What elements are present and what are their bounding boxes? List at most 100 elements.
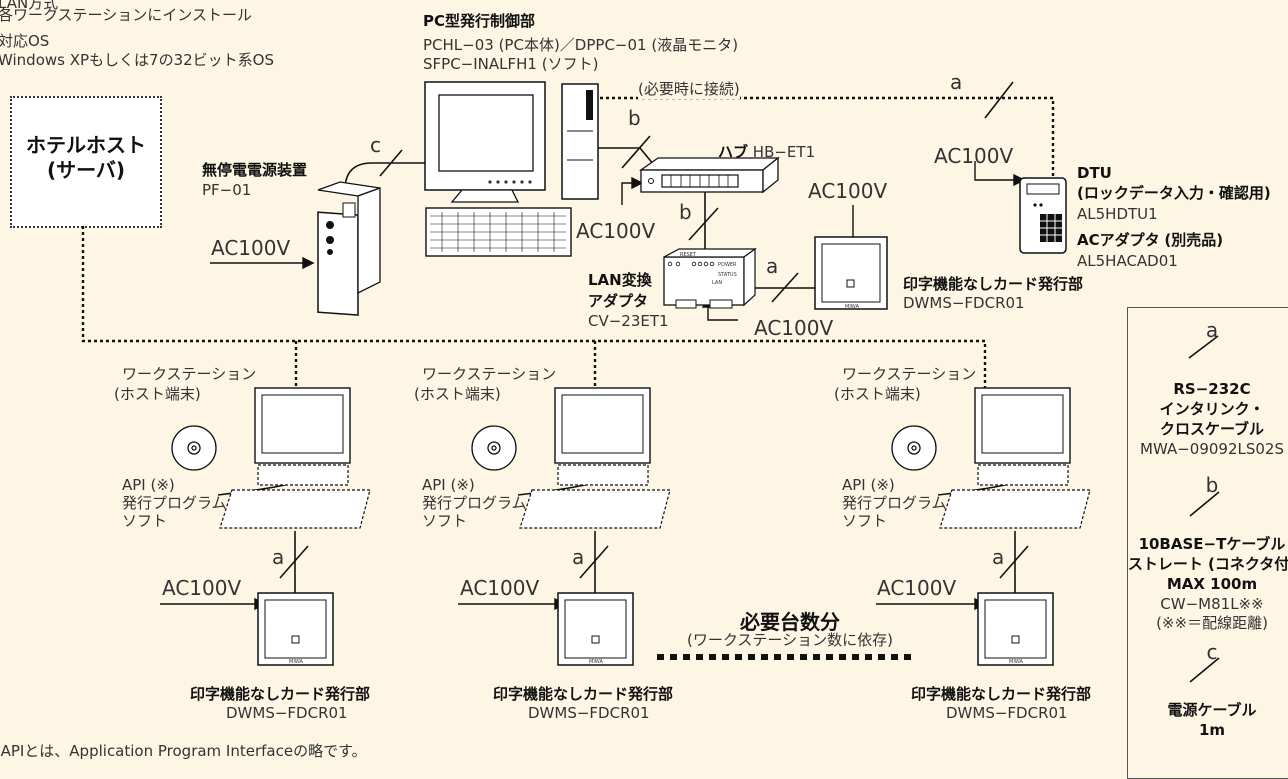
cable-letter-c-ups: c <box>370 133 381 157</box>
software-3-line3: ソフト <box>842 512 888 530</box>
workstation-icons <box>219 387 1091 529</box>
legend-a-model: MWA−09092LS02S <box>1140 440 1284 458</box>
legend-c-title-2: 1m <box>1198 721 1226 739</box>
cable-letter-a-lan-card: a <box>766 254 779 278</box>
install-note: 各ワークステーションにインストール <box>0 6 252 24</box>
lan-adapter-icon <box>663 247 757 309</box>
ws1-power-label: AC100V <box>162 576 242 600</box>
software-2-line3: ソフト <box>422 512 468 530</box>
software-disc-icons <box>171 425 937 471</box>
system-type-note: LAN方式 <box>0 0 59 12</box>
ups-icon <box>317 181 381 316</box>
workstation-3-label: ワークステーション <box>842 365 977 383</box>
api-footnote: ※APIとは、Application Program Interfaceの略です… <box>0 742 367 760</box>
cable-slashes <box>279 81 1220 683</box>
required-count-note: (ワークステーション数に依存) <box>687 631 893 649</box>
dtu-model: AL5HDTU1 <box>1077 205 1158 223</box>
legend-b-note: (※※＝配線距離) <box>1156 614 1268 632</box>
ups-model: PF−01 <box>202 181 252 199</box>
card-issuer-top-title: 印字機能なしカード発行部 <box>903 275 1084 293</box>
dtu-title: DTU <box>1077 164 1112 182</box>
cable-letter-a-dtu: a <box>950 70 963 94</box>
card-issuer-ws3-title: 印字機能なしカード発行部 <box>911 685 1092 703</box>
hub-title: ハブ <box>718 143 749 161</box>
legend-letter-a: a <box>1205 318 1219 342</box>
hotel-host-box <box>10 96 162 228</box>
card-issuer-top-brand: MIWA <box>845 304 859 310</box>
cable-letter-a-ws1: a <box>272 545 285 569</box>
pc-unit-model-1: PCHL−03 (PC本体)／DPPC−01 (液晶モニタ) <box>423 36 739 54</box>
software-1-line2: 発行プログラム <box>122 494 227 512</box>
dtu-power-label: AC100V <box>934 144 1014 168</box>
pc-unit-title: PC型発行制御部 <box>423 12 536 30</box>
lan-adapter-power-text: POWER <box>718 262 737 268</box>
lan-adapter-lan-text: LAN <box>712 280 723 286</box>
legend-b-sub: ストレート (コネクタ付) <box>1127 555 1288 573</box>
when-needed-label: (必要時に接続) <box>638 80 740 99</box>
card-issuer-ws3-brand: MIWA <box>1009 659 1023 665</box>
dtu-icon <box>1019 177 1067 254</box>
hub-model: HB−ET1 <box>752 143 816 161</box>
card-issuer-ws1-brand: MIWA <box>289 659 303 665</box>
card-issuer-ws-2-icon <box>557 592 634 666</box>
card-issuer-ws3-model: DWMS−FDCR01 <box>946 704 1068 722</box>
legend-letter-c: c <box>1206 640 1218 664</box>
workstation-1-sub: (ホスト端末) <box>114 385 201 403</box>
dtu-subtitle: (ロックデータ入力・確認用) <box>1077 184 1271 202</box>
card-issuer-top-model: DWMS−FDCR01 <box>903 294 1025 312</box>
ac-adapter-note: (別売品) <box>1164 231 1224 249</box>
card-issuer-ws1-model: DWMS−FDCR01 <box>226 704 348 722</box>
cable-letter-b-pc-hub: b <box>628 106 641 130</box>
hub-label: ハブ HB−ET1 <box>718 143 815 162</box>
workstation-2-icon <box>519 387 671 529</box>
os-label: 対応OS <box>0 32 50 50</box>
lan-adapter-reset-text: RESET <box>680 252 697 258</box>
lan-adapter-title-1: LAN変換 <box>588 271 652 289</box>
ups-power-label: AC100V <box>211 236 291 260</box>
card-issuer-ws-icons <box>257 592 1054 666</box>
pc-keyboard-icon <box>425 207 572 257</box>
cable-letter-a-ws2: a <box>572 545 585 569</box>
legend-a-title-2: インタリンク・ <box>1159 400 1265 418</box>
workstation-1-label: ワークステーション <box>122 365 257 383</box>
lan-dotted-lines <box>81 96 1055 388</box>
ws3-power-label: AC100V <box>877 576 957 600</box>
software-3-line2: 発行プログラム <box>842 494 947 512</box>
ac-adapter-title: ACアダプタ <box>1077 231 1160 249</box>
software-2-line1: API (※) <box>422 476 475 494</box>
cable-legend <box>1127 307 1288 779</box>
hotel-host-subtitle: (サーバ) <box>46 158 126 182</box>
software-3-line1: API (※) <box>842 476 895 494</box>
pc-monitor-icon <box>424 81 546 203</box>
required-count-title: 必要台数分 <box>740 610 840 634</box>
legend-b-max: MAX 100m <box>1166 575 1258 593</box>
pc-unit-model-2: SFPC−INALFH1 (ソフト) <box>423 55 599 73</box>
legend-b-model: CW−M81L※※ <box>1160 595 1264 613</box>
legend-a-title-1: RS−232C <box>1173 380 1251 398</box>
card-issuer-ws2-model: DWMS−FDCR01 <box>528 704 650 722</box>
software-2-line2: 発行プログラム <box>422 494 527 512</box>
workstation-2-label: ワークステーション <box>422 365 557 383</box>
ws2-power-label: AC100V <box>460 576 540 600</box>
card-issuer-ws1-title: 印字機能なしカード発行部 <box>190 685 371 703</box>
workstation-3-sub: (ホスト端末) <box>834 385 921 403</box>
workstation-1-icon <box>219 387 371 529</box>
ups-title: 無停電電源装置 <box>202 161 308 179</box>
ac-adapter-label: ACアダプタ (別売品) <box>1077 231 1223 250</box>
lan-adapter-power-label: AC100V <box>754 316 834 340</box>
card-issuer-ws2-title: 印字機能なしカード発行部 <box>493 685 674 703</box>
cable-letter-a-ws3: a <box>992 545 1005 569</box>
card-issuer-ws2-brand: MIWA <box>589 659 603 665</box>
ac-adapter-model: AL5HACAD01 <box>1077 252 1178 270</box>
lan-adapter-title-2: アダプタ <box>588 292 649 310</box>
legend-letter-b: b <box>1205 473 1219 497</box>
software-1-line3: ソフト <box>122 512 168 530</box>
lan-adapter-model: CV−23ET1 <box>588 312 669 330</box>
lan-adapter-status-text: STATUS <box>718 272 737 278</box>
legend-a-title-3: クロスケーブル <box>1159 420 1265 438</box>
hub-icon <box>638 156 780 194</box>
card-issuer-top-power-label: AC100V <box>808 179 888 203</box>
software-1-line1: API (※) <box>122 476 175 494</box>
workstation-2-sub: (ホスト端末) <box>414 385 501 403</box>
legend-c-title-1: 電源ケーブル <box>1167 701 1257 719</box>
